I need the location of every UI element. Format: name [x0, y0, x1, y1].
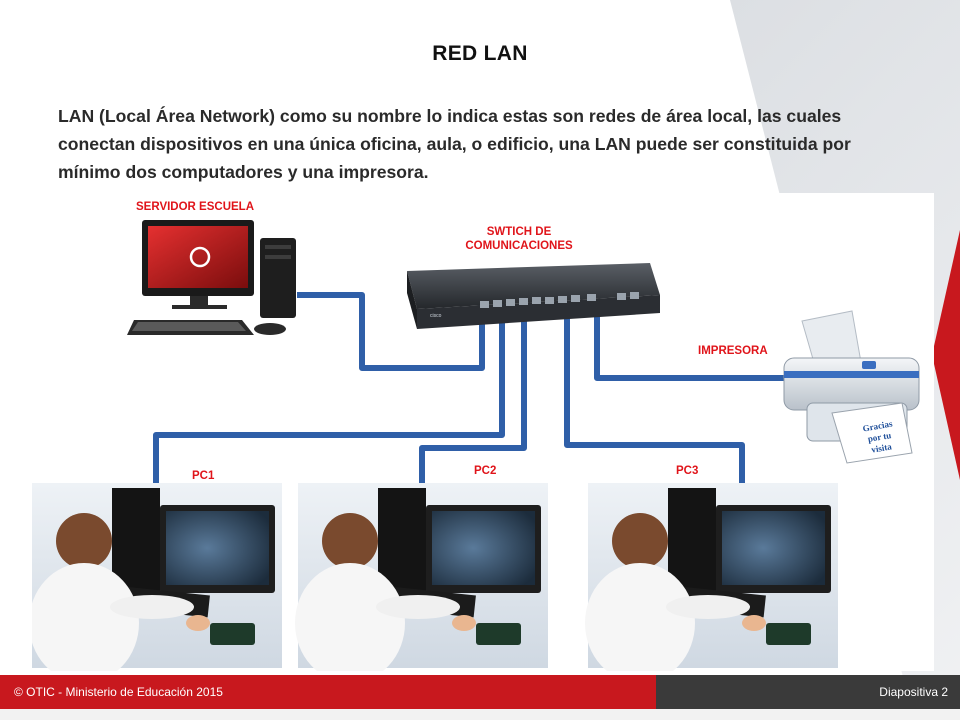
mouse-icon — [254, 323, 286, 335]
footer-right-panel: Diapositiva 2 — [656, 675, 960, 709]
cable-pc2 — [419, 303, 527, 485]
paper-text-line2: por tu — [867, 430, 892, 444]
cable-pc1 — [153, 303, 505, 485]
diagram-graphics: cisco Gracias por tu visita — [32, 220, 920, 671]
pc1-label: PC1 — [192, 470, 215, 482]
server-computer — [127, 220, 296, 335]
network-switch: cisco — [407, 263, 660, 329]
pc1-workstation — [32, 483, 282, 671]
brand-logo-icon — [189, 246, 211, 268]
switch-label-line1: SWTICH DE — [486, 226, 552, 238]
network-cables — [153, 292, 787, 485]
switch-label-line2: COMUNICACIONES — [465, 240, 573, 252]
pc3-label: PC3 — [676, 465, 699, 477]
svg-text:cisco: cisco — [430, 313, 442, 319]
printer-label: IMPRESORA — [698, 345, 768, 357]
printer — [783, 310, 920, 464]
footer-bottom-strip — [0, 709, 960, 720]
footer-bar: © OTIC - Ministerio de Educación 2015 Di… — [0, 675, 960, 709]
slide-body-text: LAN (Local Área Network) como su nombre … — [58, 106, 851, 182]
pc2-workstation — [295, 483, 548, 671]
cable-printer — [594, 303, 787, 381]
footer-copyright: © OTIC - Ministerio de Educación 2015 — [14, 685, 223, 699]
server-label: SERVIDOR ESCUELA — [136, 201, 255, 213]
switch-label: SWTICH DE COMUNICACIONES — [444, 225, 594, 253]
lan-network-diagram: cisco Gracias por tu visita — [32, 193, 934, 671]
pc2-label: PC2 — [474, 465, 497, 477]
paper-text-line3: visita — [871, 441, 893, 454]
cable-pc3 — [564, 303, 745, 485]
cable-server — [297, 292, 485, 371]
slide-number: Diapositiva 2 — [879, 685, 948, 699]
pc3-workstation — [585, 483, 838, 671]
footer-left-panel: © OTIC - Ministerio de Educación 2015 — [0, 675, 656, 709]
slide-title: RED LAN — [432, 42, 528, 65]
